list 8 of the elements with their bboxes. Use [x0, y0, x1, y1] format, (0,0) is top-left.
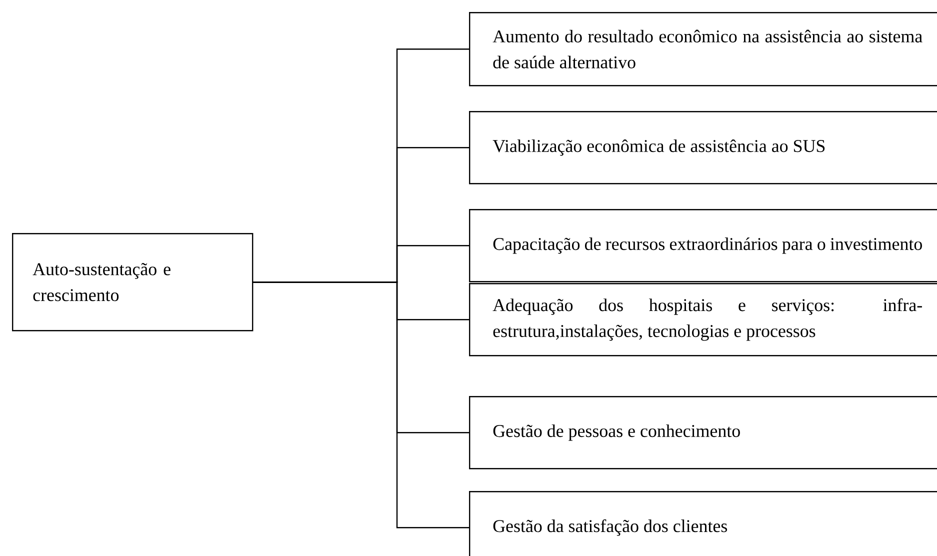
branch-box: Capacitação de recursos extraordinários para o investimento [469, 209, 937, 282]
branch-box: Aumento do resultado econômico na assistência ao sistema de saúde alternativo [469, 12, 937, 86]
branch-box: Gestão da satisfação dos clientes [469, 491, 937, 556]
connector-line [253, 282, 469, 528]
branch-box: Gestão de pessoas e conhecimento [469, 396, 937, 470]
branch-box: Adequação dos hospitais e serviços: infra-estrutura,instalações, tecnologias e processos [469, 283, 937, 356]
root-box: Auto-sustentação e crescimento [12, 233, 254, 332]
branch-box: Viabilização econômica de assistência ao SUS [469, 111, 937, 184]
